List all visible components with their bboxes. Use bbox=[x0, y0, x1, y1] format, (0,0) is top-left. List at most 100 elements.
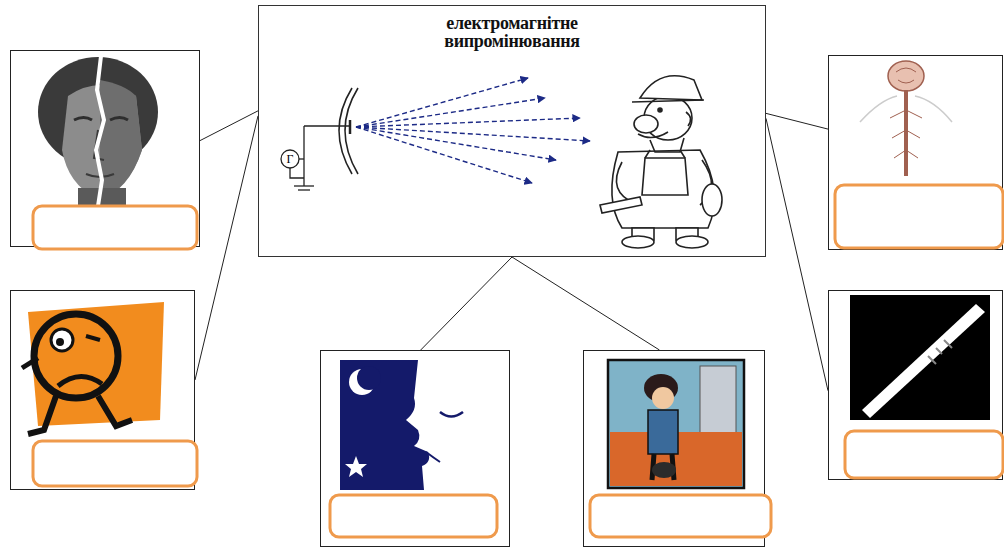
image-box bbox=[828, 55, 1003, 250]
nervous-system-picture-part bbox=[904, 90, 908, 176]
connector-line bbox=[512, 257, 659, 350]
worker-cartoon-part bbox=[642, 158, 688, 195]
image-box bbox=[10, 50, 200, 247]
transmitter-symbol-part bbox=[303, 126, 304, 186]
sleep-picture-part bbox=[440, 412, 463, 417]
nervous-system-picture-part bbox=[860, 96, 952, 122]
worker-cartoon-part bbox=[616, 162, 636, 204]
worker-cartoon-part bbox=[644, 96, 692, 140]
worker-cartoon-part bbox=[632, 100, 704, 102]
person-picture-part bbox=[590, 495, 771, 537]
sad-face-picture-part bbox=[22, 358, 38, 368]
image-box bbox=[320, 350, 510, 547]
transmitter-symbol-part bbox=[339, 88, 352, 174]
worker-cartoon bbox=[600, 76, 722, 248]
worker-cartoon-part bbox=[612, 150, 715, 228]
sad-face-picture-part bbox=[58, 376, 102, 386]
wave-arrows-part bbox=[356, 127, 590, 141]
cracked-head-picture-part bbox=[96, 56, 104, 206]
person-picture-part bbox=[610, 432, 742, 486]
nervous-system-picture-part bbox=[890, 110, 922, 158]
nervous-system-picture-part bbox=[835, 185, 1003, 248]
sleep-picture-part bbox=[345, 456, 367, 477]
worker-cartoon-part bbox=[638, 132, 668, 138]
thermometer-picture-part bbox=[928, 340, 952, 364]
sad-face-picture-part bbox=[28, 396, 132, 434]
transmitter-symbol-part bbox=[304, 125, 350, 126]
person-picture-part bbox=[652, 462, 676, 478]
cracked-head-picture-part bbox=[100, 80, 142, 198]
worker-cartoon-part bbox=[634, 115, 658, 133]
sad-face-picture-part bbox=[34, 314, 118, 398]
wave-arrows-part bbox=[356, 78, 528, 127]
thermometer-picture-part bbox=[862, 304, 985, 418]
nervous-system-picture-part bbox=[896, 68, 916, 83]
wave-arrows-part bbox=[356, 98, 545, 127]
cracked-head-picture-part bbox=[33, 206, 197, 249]
connector-line bbox=[766, 118, 828, 390]
transmitter-symbol-part bbox=[281, 150, 299, 168]
sleep-picture-part bbox=[349, 369, 375, 395]
person-picture-part bbox=[652, 454, 674, 480]
worker-cartoon-part bbox=[632, 228, 654, 240]
node-title: електромагнітне випромінювання bbox=[407, 14, 617, 50]
sad-face-picture-part bbox=[86, 336, 100, 340]
sad-face-picture-part bbox=[33, 441, 197, 486]
cracked-head-picture-part bbox=[74, 118, 128, 121]
image-box bbox=[583, 350, 765, 547]
transmitter-symbol-part bbox=[349, 120, 352, 134]
sad-face-picture-part bbox=[56, 338, 64, 346]
transmitter-symbol-part bbox=[290, 168, 304, 178]
person-picture-part bbox=[700, 366, 736, 436]
hub-box: електромагнітне випромінювання bbox=[258, 5, 766, 257]
worker-cartoon-part bbox=[676, 228, 698, 240]
worker-cartoon-part bbox=[700, 160, 712, 205]
thermometer-picture-part bbox=[850, 295, 990, 420]
transmitter-symbol-part bbox=[294, 185, 314, 186]
cracked-head-picture-part bbox=[78, 188, 126, 206]
sleep-picture bbox=[330, 360, 497, 537]
image-box bbox=[828, 290, 1003, 480]
sleep-picture-part bbox=[357, 366, 381, 390]
connector-line bbox=[200, 111, 258, 141]
cracked-head-picture-part bbox=[62, 85, 142, 198]
person-picture-part bbox=[648, 410, 678, 454]
sad-face-picture-part bbox=[28, 302, 164, 426]
thermometer-picture-part bbox=[845, 431, 1003, 478]
transmitter-symbol-part bbox=[298, 189, 310, 190]
worker-cartoon-part bbox=[600, 197, 642, 213]
wave-arrows bbox=[356, 78, 590, 183]
sad-face-picture bbox=[22, 302, 197, 486]
sleep-picture-part bbox=[340, 360, 490, 490]
connector-line bbox=[195, 116, 258, 380]
transmitter-symbol-part bbox=[299, 158, 304, 159]
worker-cartoon-part bbox=[676, 236, 708, 248]
worker-cartoon-part bbox=[686, 112, 691, 126]
cracked-head-picture-part bbox=[86, 174, 114, 177]
sleep-picture-part bbox=[330, 495, 497, 537]
cracked-head-picture bbox=[33, 56, 197, 249]
worker-cartoon-part bbox=[650, 138, 684, 152]
sleep-picture-part bbox=[406, 360, 490, 490]
transmitter-symbol bbox=[281, 88, 358, 190]
nervous-system-picture-part bbox=[888, 61, 924, 91]
worker-cartoon-part bbox=[640, 76, 702, 100]
person-picture-part bbox=[644, 374, 678, 402]
person-picture bbox=[590, 360, 771, 537]
transmitter-symbol-part bbox=[345, 88, 358, 174]
sad-face-picture-part bbox=[51, 329, 73, 351]
worker-cartoon-part bbox=[658, 108, 662, 112]
worker-cartoon-part bbox=[702, 184, 722, 216]
sleep-picture-part bbox=[426, 452, 440, 462]
connector-line bbox=[421, 257, 512, 350]
connector-line bbox=[766, 113, 828, 129]
person-picture-part bbox=[652, 387, 674, 409]
wave-arrows-part bbox=[356, 127, 532, 183]
thermometer-picture bbox=[845, 295, 1003, 478]
nervous-system-picture bbox=[835, 61, 1003, 248]
wave-arrows-part bbox=[356, 127, 556, 160]
image-box bbox=[10, 290, 195, 490]
worker-cartoon-part bbox=[645, 150, 685, 158]
cracked-head-picture-part bbox=[94, 130, 104, 160]
cracked-head-picture-part bbox=[38, 57, 158, 167]
